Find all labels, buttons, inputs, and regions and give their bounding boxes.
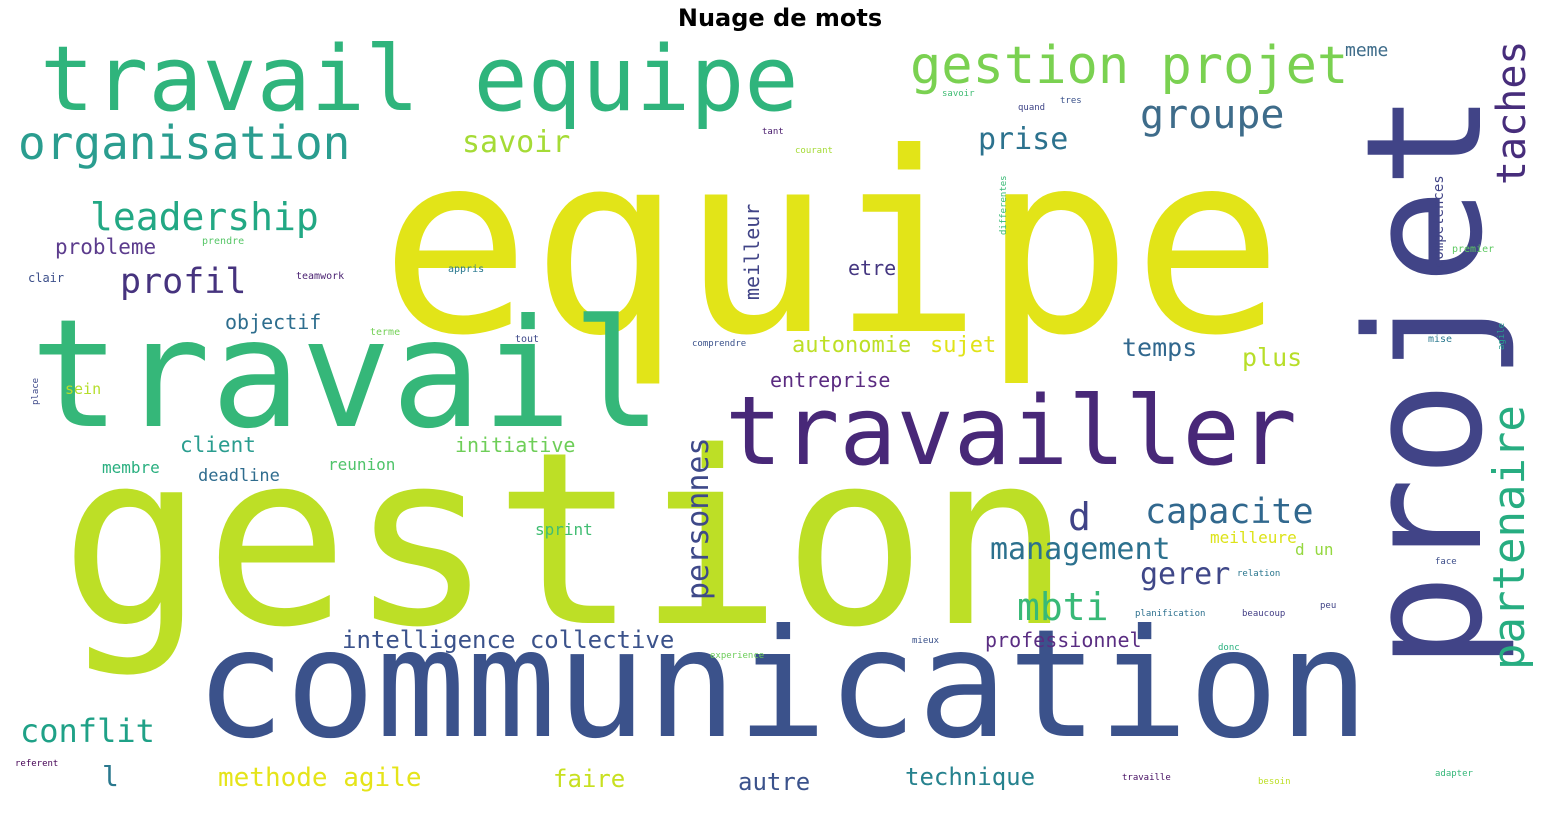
word: terme <box>370 327 401 338</box>
word: personnes <box>681 437 716 600</box>
word: probleme <box>55 235 157 259</box>
word: plus <box>1242 343 1303 372</box>
word: partenaire <box>1484 405 1535 670</box>
word: face <box>1435 557 1457 567</box>
word: peu <box>1320 601 1337 611</box>
word: donc <box>1218 643 1240 653</box>
word: equipe <box>380 99 1284 390</box>
word: professionnel <box>985 628 1142 652</box>
word: beaucoup <box>1242 609 1286 619</box>
word: capacite <box>1145 492 1314 532</box>
word: client <box>180 433 256 457</box>
word: communication <box>195 598 1369 772</box>
word: meme <box>1345 40 1389 61</box>
word: initiative <box>455 433 576 457</box>
word: travail <box>30 288 663 462</box>
word: groupe <box>1140 92 1285 138</box>
word: autre <box>738 768 811 796</box>
word: sein <box>65 380 102 398</box>
word: agile <box>1497 322 1507 350</box>
word: reunion <box>328 455 396 474</box>
word: temps <box>1122 333 1198 362</box>
word: projet <box>1331 92 1518 670</box>
word: savoir <box>462 125 571 160</box>
word: savoir <box>942 89 975 99</box>
word: adapter <box>1435 769 1473 779</box>
word: travaille <box>1122 773 1171 783</box>
word: l <box>102 760 119 793</box>
word: profil <box>120 262 247 302</box>
word: place <box>31 377 41 405</box>
chart-title: Nuage de mots <box>677 4 883 32</box>
word: comprendre <box>692 339 747 349</box>
word: differentes <box>999 175 1009 235</box>
word: appris <box>448 264 485 275</box>
word: prise <box>978 122 1069 157</box>
word: tant <box>762 127 784 137</box>
word: gerer <box>1140 557 1231 592</box>
word: referent <box>15 759 59 769</box>
word: clair <box>28 271 65 285</box>
word: sprint <box>535 520 593 539</box>
word: d un <box>1295 540 1334 559</box>
word: travailler <box>725 377 1297 487</box>
word: experience <box>710 651 765 661</box>
word: meilleure <box>1210 528 1297 547</box>
word: faire <box>553 765 626 793</box>
word: leadership <box>90 195 319 239</box>
word: besoin <box>1258 777 1291 787</box>
word: teamwork <box>296 271 345 282</box>
word: taches <box>1489 40 1535 186</box>
word: autonomie <box>792 333 912 358</box>
word: gestion <box>60 400 1072 680</box>
word: courant <box>795 146 833 156</box>
word: conflit <box>20 712 155 750</box>
word: meilleur <box>740 203 764 300</box>
word: tout <box>515 334 540 345</box>
word: deadline <box>198 466 280 486</box>
word: prendre <box>202 236 245 247</box>
word: entreprise <box>770 368 891 392</box>
word: tres <box>1060 96 1082 106</box>
word: relation <box>1237 569 1281 579</box>
word: gestion projet <box>910 36 1349 96</box>
word: methode agile <box>218 763 422 793</box>
word: sujet <box>930 333 997 358</box>
word: mieux <box>912 636 940 646</box>
word: quand <box>1018 103 1046 113</box>
word: objectif <box>225 310 322 334</box>
word: etre <box>848 256 897 280</box>
word: planification <box>1135 609 1206 619</box>
word: intelligence collective <box>342 626 675 654</box>
word: technique <box>905 763 1036 791</box>
word: organisation <box>18 116 351 170</box>
word: membre <box>102 458 160 477</box>
word: management <box>990 532 1171 567</box>
word: competences <box>1431 175 1447 268</box>
word: mise <box>1428 334 1453 345</box>
word: premier <box>1452 244 1495 255</box>
word: travail equipe <box>40 27 799 132</box>
word: mbti <box>1017 585 1109 629</box>
word: d <box>1068 495 1091 539</box>
